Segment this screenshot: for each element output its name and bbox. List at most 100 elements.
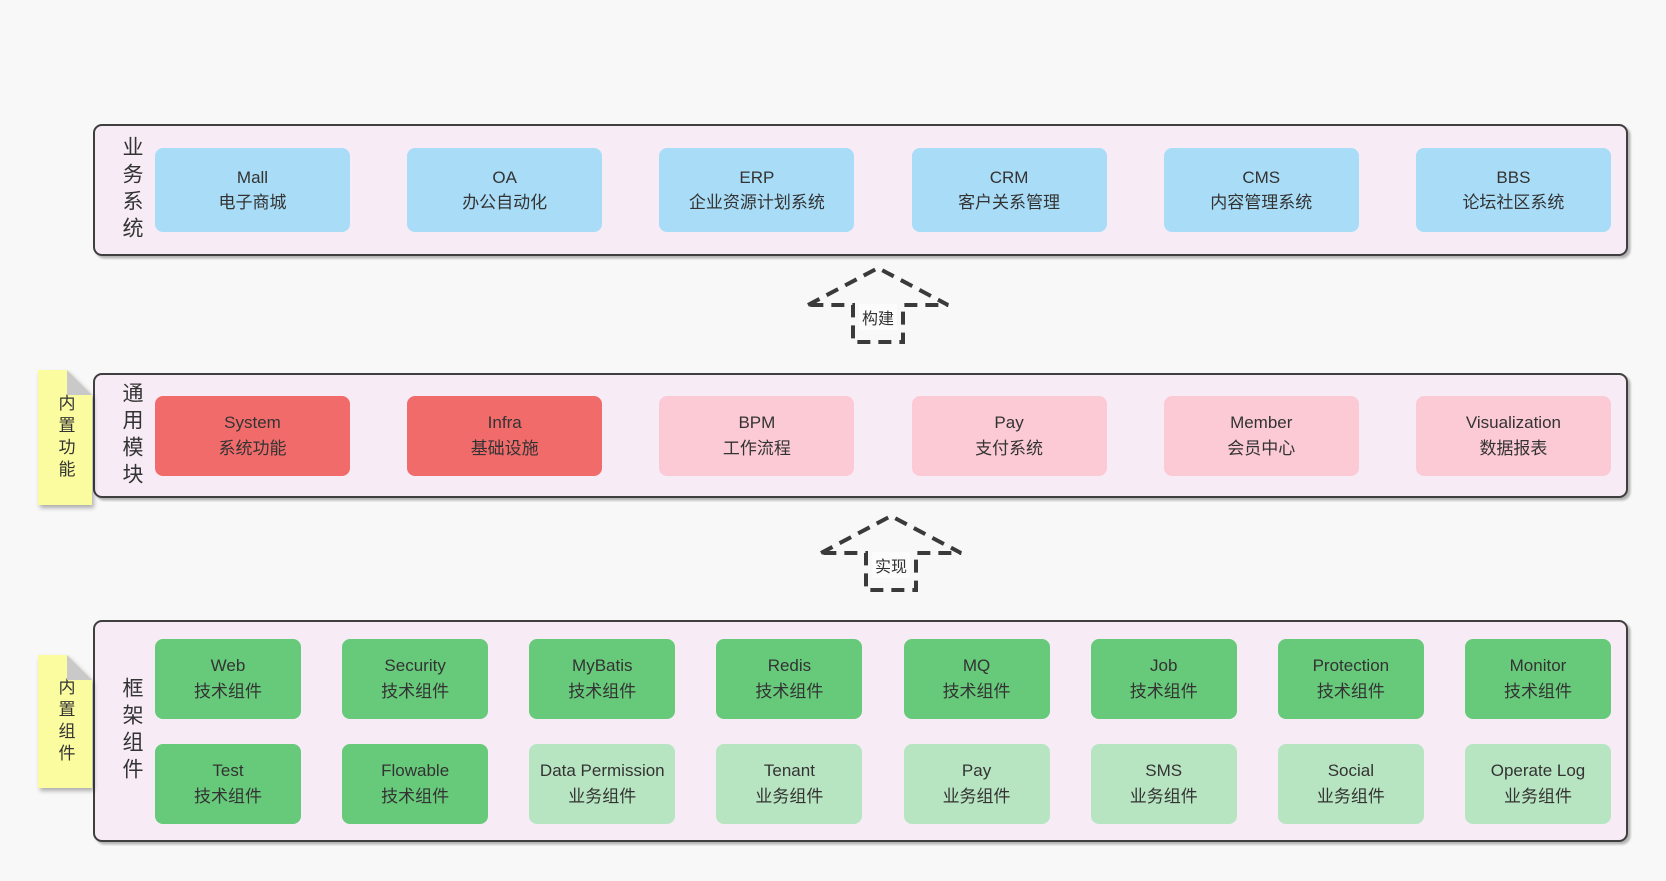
sticky-note-body: 内置组件 — [38, 655, 92, 788]
box-subtitle: 技术组件 — [381, 786, 450, 806]
box-subtitle: 支付系统 — [975, 438, 1044, 458]
box-pay: Pay 支付系统 — [911, 395, 1107, 476]
box-subtitle: 会员中心 — [1227, 438, 1296, 458]
box-title: MQ — [962, 656, 991, 675]
box-subtitle: 客户关系管理 — [958, 193, 1061, 212]
box-title: Security — [384, 656, 446, 675]
dashed-up-arrow-implement: 实现 — [818, 512, 964, 594]
box-subtitle: 内容管理系统 — [1210, 193, 1313, 212]
dashed-up-arrow-build: 构建 — [805, 264, 951, 346]
box-flowable: Flowable 技术组件 — [342, 743, 489, 824]
box-test: Test 技术组件 — [155, 743, 301, 824]
box-subtitle: 技术组件 — [755, 681, 824, 701]
box-title: Test — [212, 761, 244, 780]
box-title: Visualization — [1465, 413, 1561, 432]
box-title: Job — [1149, 656, 1178, 675]
sticky-note-built-in-features: 内置功能 — [38, 370, 92, 505]
box-title: Monitor — [1509, 656, 1567, 675]
box-infra: Infra 基础设施 — [407, 395, 603, 476]
box-subtitle: 工作流程 — [722, 438, 791, 458]
box-title: Social — [1327, 761, 1374, 780]
box-subtitle: 业务组件 — [568, 786, 637, 806]
box-subtitle: 技术组件 — [1129, 681, 1198, 701]
box-title: System — [224, 413, 281, 432]
box-subtitle: 技术组件 — [1503, 681, 1572, 701]
box-data-permission: Data Permission 业务组件 — [529, 743, 676, 824]
box-system: System 系统功能 — [155, 395, 350, 476]
band-common-modules: 通用模块 System 系统功能 Infra 基础设施 BPM 工作流程 Pay 支付系统 Me… — [93, 373, 1628, 498]
band-label-business-systems: 业务系统 — [120, 136, 143, 244]
box-subtitle: 技术组件 — [194, 681, 262, 701]
box-mall: Mall 电子商城 — [155, 148, 350, 232]
box-subtitle: 业务组件 — [755, 786, 824, 806]
box-subtitle: 业务组件 — [942, 786, 1011, 806]
band-label-framework-components: 框架组件 — [120, 677, 143, 785]
box-subtitle: 数据报表 — [1479, 438, 1548, 458]
box-title: Member — [1230, 413, 1293, 432]
box-title: ERP — [739, 167, 775, 187]
box-tenant: Tenant 业务组件 — [716, 743, 863, 824]
band-boxes-common-modules: System 系统功能 Infra 基础设施 BPM 工作流程 Pay 支付系统 Member 会… — [155, 395, 1611, 476]
box-job: Job 技术组件 — [1090, 638, 1237, 719]
box-subtitle: 电子商城 — [218, 193, 287, 212]
box-title: CRM — [989, 167, 1029, 187]
sticky-note-body: 内置功能 — [38, 370, 92, 505]
box-bpm: BPM 工作流程 — [659, 395, 855, 476]
box-subtitle: 基础设施 — [470, 438, 539, 458]
arrow-label-build: 构建 — [858, 304, 898, 330]
box-subtitle: 技术组件 — [194, 786, 262, 806]
arrow-label-implement: 实现 — [871, 552, 911, 578]
box-cms: CMS 内容管理系统 — [1163, 148, 1359, 232]
band-label-common-modules: 通用模块 — [120, 381, 143, 490]
up-arrow-icon — [820, 513, 962, 592]
box-protection: Protection 技术组件 — [1277, 638, 1424, 719]
box-title: Flowable — [381, 761, 450, 780]
box-subtitle: 系统功能 — [218, 438, 287, 458]
box-subtitle: 业务组件 — [1503, 786, 1572, 806]
box-title: Mall — [236, 167, 269, 187]
box-mq: MQ 技术组件 — [903, 638, 1050, 719]
box-title: SMS — [1145, 761, 1183, 780]
box-security: Security 技术组件 — [342, 638, 489, 719]
box-subtitle: 业务组件 — [1316, 786, 1385, 806]
box-subtitle: 技术组件 — [942, 681, 1011, 701]
box-title: Protection — [1312, 656, 1390, 675]
box-subtitle: 技术组件 — [381, 681, 450, 701]
box-social: Social 业务组件 — [1277, 743, 1424, 824]
box-title: CMS — [1242, 167, 1281, 187]
box-subtitle: 技术组件 — [1316, 681, 1385, 701]
box-oa: OA 办公自动化 — [407, 148, 603, 232]
box-title: BPM — [738, 413, 776, 432]
box-subtitle: 办公自动化 — [462, 193, 548, 212]
box-title: OA — [492, 167, 517, 187]
box-member: Member 会员中心 — [1163, 395, 1359, 476]
sticky-note-text: 内置功能 — [55, 393, 75, 482]
folded-corner-icon — [67, 655, 92, 680]
box-subtitle: 技术组件 — [568, 681, 637, 701]
box-title: Pay — [994, 413, 1024, 432]
box-visualization: Visualization 数据报表 — [1415, 395, 1611, 476]
box-subtitle: 业务组件 — [1129, 786, 1198, 806]
sticky-note-text: 内置组件 — [55, 677, 75, 766]
box-title: Data Permission — [539, 761, 665, 780]
box-title: BBS — [1496, 167, 1531, 187]
sticky-note-built-in-components: 内置组件 — [38, 655, 92, 788]
folded-corner-icon — [67, 370, 92, 395]
box-title: Infra — [487, 413, 522, 432]
box-title: Tenant — [763, 761, 815, 780]
box-crm: CRM 客户关系管理 — [911, 148, 1107, 232]
